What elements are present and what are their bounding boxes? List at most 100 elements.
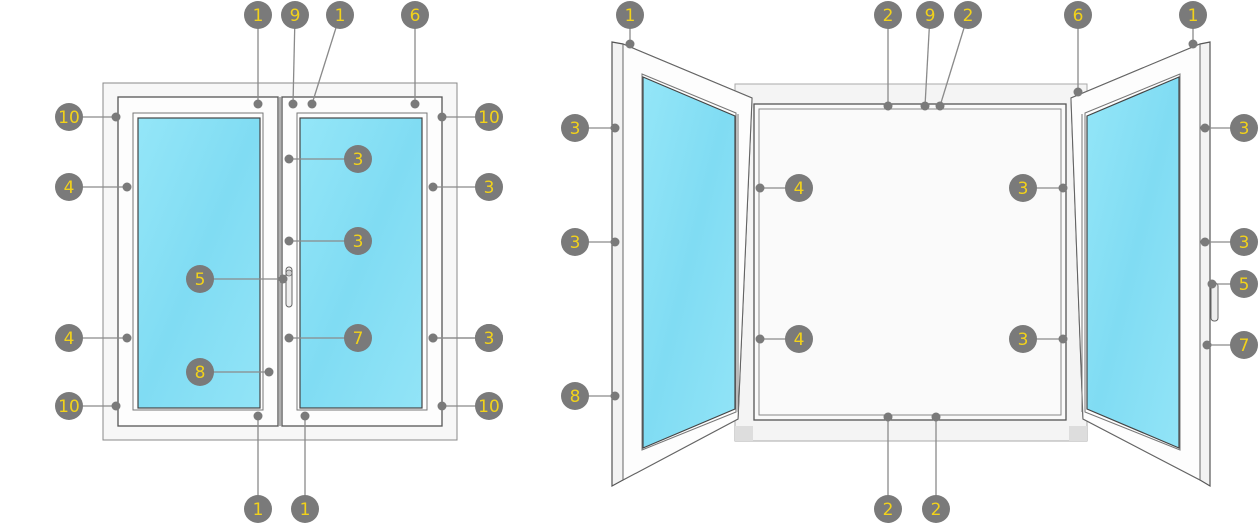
callout-dot [755,334,765,344]
left-sash-inner [132,112,264,411]
callout-dot [755,183,765,193]
open-callout-5: 5 [1207,270,1258,298]
open-callout-7: 7 [1202,331,1258,359]
callout-number: 1 [1188,6,1199,26]
open-callout-3: 3 [1009,174,1068,202]
callout-badge [55,324,83,352]
closed-callout-10: 10 [55,392,121,420]
callout-badge [55,173,83,201]
callout-badge [1230,270,1258,298]
open-callout-8: 8 [561,382,620,410]
callout-number: 3 [570,233,581,253]
callout-dot [1188,39,1198,49]
callout-badge [874,495,902,523]
callout-number: 7 [1239,336,1250,356]
callout-number: 5 [1239,275,1250,295]
callout-dot [883,101,893,111]
callout-dot [122,333,132,343]
closed-callout-6: 6 [401,1,429,109]
callout-badge [475,324,503,352]
callout-number: 6 [410,6,421,26]
callout-dot [284,236,294,246]
callout-dot [264,367,274,377]
open-callout-2: 2 [922,412,950,523]
callout-dot [610,123,620,133]
callout-badge [344,145,372,173]
callout-number: 3 [484,329,495,349]
callout-badge [1009,174,1037,202]
callout-dot [278,274,288,284]
closed-callout-4: 4 [55,324,132,352]
callout-dot [1207,279,1217,289]
callout-number: 4 [794,179,805,199]
callout-number: 3 [484,178,495,198]
callout-number: 8 [195,363,206,383]
callout-number: 4 [794,330,805,350]
callout-dot [935,101,945,111]
callout-leader-line [311,14,341,105]
callout-number: 1 [335,6,346,26]
window-handle [285,266,293,308]
closed-callout-9: 9 [281,1,309,109]
closed-window [102,82,458,441]
callout-badge [922,495,950,523]
callout-badge [401,1,429,29]
callout-badge [874,1,902,29]
open-callout-3: 3 [1009,325,1068,353]
left-open-sash [611,41,753,488]
open-frame-inner [753,103,1067,421]
callout-badge [1064,1,1092,29]
callout-dot [931,412,941,422]
callout-dot [122,182,132,192]
callout-dot [410,99,420,109]
callout-number: 6 [1073,6,1084,26]
callout-dot [883,412,893,422]
open-window-handle [1210,282,1219,322]
callout-dot [428,333,438,343]
open-callout-2: 2 [935,1,982,111]
closed-callout-8: 8 [186,358,274,386]
open-callout-2: 2 [874,1,902,111]
closed-callout-1: 1 [307,1,354,109]
callout-badge [244,1,272,29]
open-callout-3: 3 [561,114,620,142]
callout-number: 3 [353,150,364,170]
callout-dot [1058,183,1068,193]
open-callout-1: 1 [616,1,644,49]
callout-dot [284,154,294,164]
callout-dot [610,237,620,247]
callout-dot [288,99,298,109]
callout-dot [111,401,121,411]
callout-number: 10 [58,108,80,128]
callout-badge [561,228,589,256]
callout-number: 9 [290,6,301,26]
callout-badge [954,1,982,29]
callout-number: 1 [300,500,311,520]
callout-badge [561,382,589,410]
closed-callout-3: 3 [428,324,503,352]
callout-dot [1058,334,1068,344]
right-sash-inner [296,112,428,411]
callout-badge [475,173,503,201]
callout-number: 4 [64,178,75,198]
callout-number: 3 [1018,330,1029,350]
callout-number: 3 [1239,119,1250,139]
closed-callout-10: 10 [55,103,121,131]
callout-number: 4 [64,329,75,349]
callout-badge [475,103,503,131]
callout-badge [1179,1,1207,29]
open-callout-2: 2 [874,412,902,523]
callout-dot [1200,237,1210,247]
callout-dot [625,39,635,49]
callout-badge [1230,114,1258,142]
closed-callout-5: 5 [186,265,288,293]
callout-dot [920,101,930,111]
callout-dot [610,391,620,401]
callout-number: 1 [625,6,636,26]
right-open-sash [1070,41,1211,488]
open-callout-3: 3 [1200,114,1258,142]
callout-badge [186,265,214,293]
callout-badge [344,227,372,255]
callout-dot [1200,123,1210,133]
